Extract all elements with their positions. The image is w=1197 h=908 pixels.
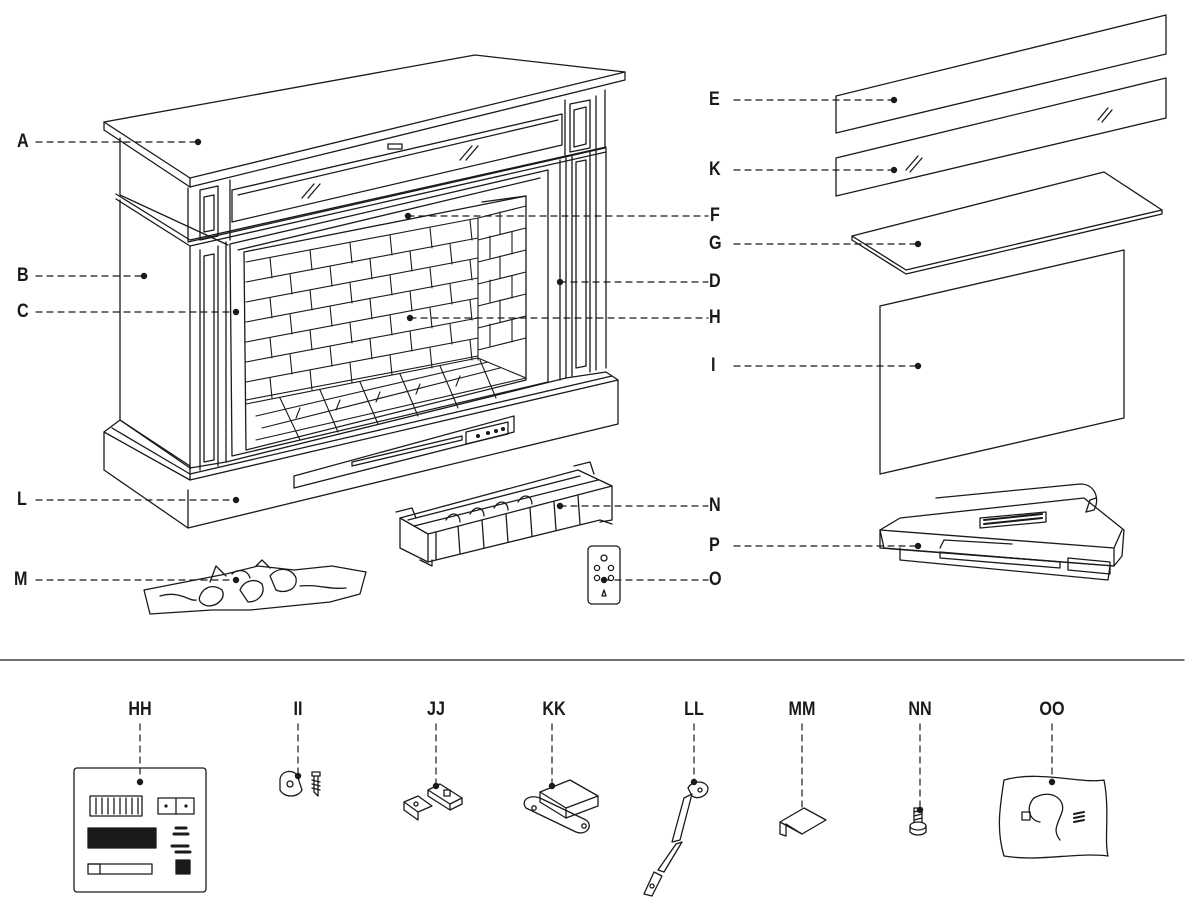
right-leader-lines	[407, 99, 919, 581]
part-label-o: O	[709, 569, 722, 590]
clip-mm-drawing	[779, 807, 827, 837]
hardware-label-jj: JJ	[427, 699, 445, 720]
part-label-m: M	[14, 569, 28, 590]
part-label-i: I	[711, 355, 716, 376]
hardware-label-oo: OO	[1039, 699, 1065, 720]
hardware-label-kk: KK	[542, 699, 566, 720]
cable-bag-oo-drawing	[998, 775, 1109, 859]
right-leader-dots	[404, 96, 922, 584]
magnetic-catch-kk-drawing	[523, 779, 599, 834]
part-label-l: L	[17, 489, 27, 510]
left-leader-dots	[140, 138, 240, 584]
electric-insert-drawing	[879, 483, 1125, 581]
log-grate-drawing	[395, 461, 613, 567]
left-leader-lines	[35, 141, 237, 581]
top-trim-panel-k	[835, 77, 1167, 197]
hardware-label-mm: MM	[788, 699, 816, 720]
screw-nn-drawing	[909, 807, 927, 836]
log-set-drawing	[143, 559, 367, 615]
hardware-label-ii: II	[293, 699, 303, 720]
part-label-h: H	[709, 307, 721, 328]
gas-strut-ll-drawing	[643, 781, 709, 897]
top-trim-panel-e	[835, 14, 1167, 134]
hardware-leader-lines	[139, 723, 1053, 811]
hinge-ii-drawing	[279, 770, 321, 797]
hardware-label-ll: LL	[684, 699, 704, 720]
hardware-pack-hh-drawing	[73, 767, 207, 893]
hardware-label-nn: NN	[908, 699, 932, 720]
fireplace-mantel-drawing	[103, 54, 626, 529]
part-label-n: N	[709, 495, 721, 516]
part-label-p: P	[709, 535, 720, 556]
remote-control-drawing	[587, 545, 621, 605]
part-label-b: B	[17, 265, 29, 286]
hardware-label-hh: HH	[128, 699, 152, 720]
part-label-e: E	[709, 89, 720, 110]
bracket-jj-drawing	[403, 783, 463, 821]
part-label-a: A	[17, 131, 29, 152]
glass-panel-i	[879, 249, 1125, 475]
part-label-f: F	[710, 205, 720, 226]
part-label-c: C	[17, 301, 29, 322]
shelf-panel-g	[851, 171, 1163, 275]
part-label-g: G	[709, 233, 722, 254]
part-label-k: K	[709, 159, 721, 180]
part-label-d: D	[709, 271, 721, 292]
